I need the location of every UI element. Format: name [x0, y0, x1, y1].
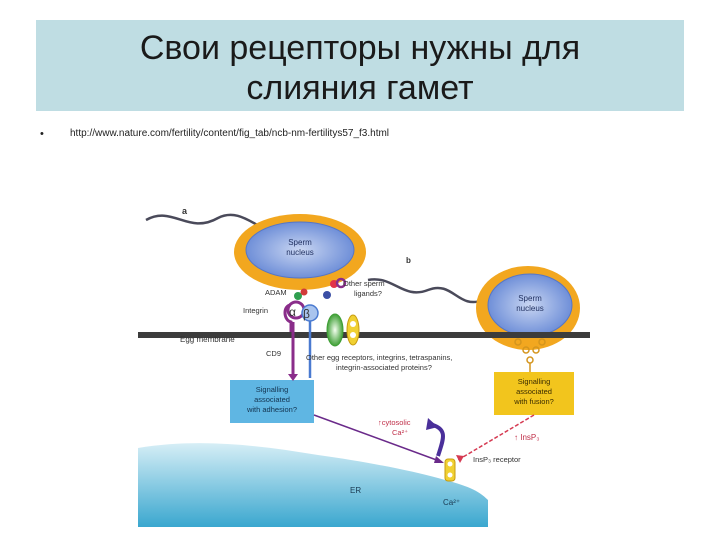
adhesion-line2: associated: [254, 395, 290, 404]
signalling-fusion-box: [494, 372, 574, 415]
bullet-marker: •: [40, 128, 44, 140]
other-egg-receptors-line1: Other egg receptors, integrins, tetraspa…: [306, 353, 452, 362]
er-region: [138, 443, 488, 527]
fusion-dot-1: [522, 346, 530, 354]
sperm-tail-a: [145, 213, 269, 232]
adhesion-to-receptor-arrow: [313, 414, 443, 463]
cytosolic-ca-line2: Ca²⁺: [392, 428, 408, 437]
egg-receptor-green: [326, 313, 344, 347]
nucleus-a-line2: nucleus: [286, 248, 314, 257]
nucleus-b-line1: Sperm: [518, 294, 542, 303]
title-line-1: Свои рецепторы нужны для: [139, 29, 581, 67]
calcium-release-arrowhead: [426, 418, 438, 430]
cd9-label: CD9: [266, 349, 281, 358]
insp3-receptor-shape: [444, 458, 456, 482]
er-ca-label: Ca²⁺: [443, 498, 460, 507]
fertility-diagram: Sperm nucleus a Sperm nucleus b Egg memb…: [138, 206, 590, 527]
insp3-receptor-spot-2: [447, 472, 453, 478]
adhesion-arrowhead-2: [434, 456, 444, 463]
other-ligands-line1: Other sperm: [343, 279, 385, 288]
fusion-dot-2: [532, 346, 540, 354]
insp3-label: ↑ InsP₃: [514, 433, 540, 442]
egg-membrane-label: Egg membrane: [180, 335, 235, 344]
fusion-line1: Signalling: [518, 377, 551, 386]
title-line-2: слияния гамет: [246, 69, 474, 107]
calcium-release-arrow: [432, 423, 445, 457]
egg-receptor-yellow: [346, 314, 360, 346]
adam-red-dot: [300, 288, 308, 296]
adhesion-arrowhead: [288, 374, 298, 381]
nucleus-b-line2: nucleus: [516, 304, 544, 313]
other-egg-receptors-line2: integrin-associated proteins?: [336, 363, 432, 372]
signalling-adhesion-box: [230, 380, 314, 423]
adhesion-line1: Signalling: [256, 385, 289, 394]
fusion-dot-4: [538, 338, 546, 346]
receptor-yellow-spot: [350, 321, 356, 327]
ligand-ring: [335, 277, 347, 289]
beta-label: β: [303, 307, 310, 321]
sperm-tail-b: [367, 278, 484, 304]
title-banner: Свои рецепторы нужны для слияния гамет: [36, 20, 684, 111]
panel-label-a: a: [182, 206, 188, 216]
nucleus-a-line1: Sperm: [288, 238, 312, 247]
integrin-label: Integrin: [243, 306, 268, 315]
insp3-receptor-spot: [447, 461, 453, 467]
panel-label-b: b: [406, 256, 411, 265]
sperm-nucleus-a: [245, 221, 355, 279]
source-link[interactable]: http://www.nature.com/fertility/content/…: [70, 128, 390, 139]
insp3-receptor-label: InsP₃ receptor: [473, 455, 521, 464]
ligand-blue-dot: [323, 291, 331, 299]
slide-title: Свои рецепторы нужны для слияния гамет: [36, 28, 684, 108]
fusion-dot-3: [514, 338, 522, 346]
adhesion-line3: with adhesion?: [246, 405, 297, 414]
fusion-dot-5: [526, 356, 534, 364]
egg-membrane-line: [138, 332, 590, 338]
other-ligands-line2: ligands?: [354, 289, 382, 298]
fusion-arrowhead: [456, 455, 464, 463]
fusion-line3: with fusion?: [513, 397, 554, 406]
fusion-to-receptor-arrow: [457, 414, 535, 461]
adam-green-dot: [294, 292, 302, 300]
receptor-yellow-spot-2: [350, 332, 356, 338]
fusion-line2: associated: [516, 387, 552, 396]
fertility-figure: Sperm nucleus a Sperm nucleus b Egg memb…: [138, 200, 590, 527]
alpha-label: α: [289, 305, 296, 319]
cytosolic-ca-line1: ↑cytosolic: [378, 418, 411, 427]
er-label: ER: [350, 486, 361, 495]
adam-label: ADAM: [265, 288, 287, 297]
